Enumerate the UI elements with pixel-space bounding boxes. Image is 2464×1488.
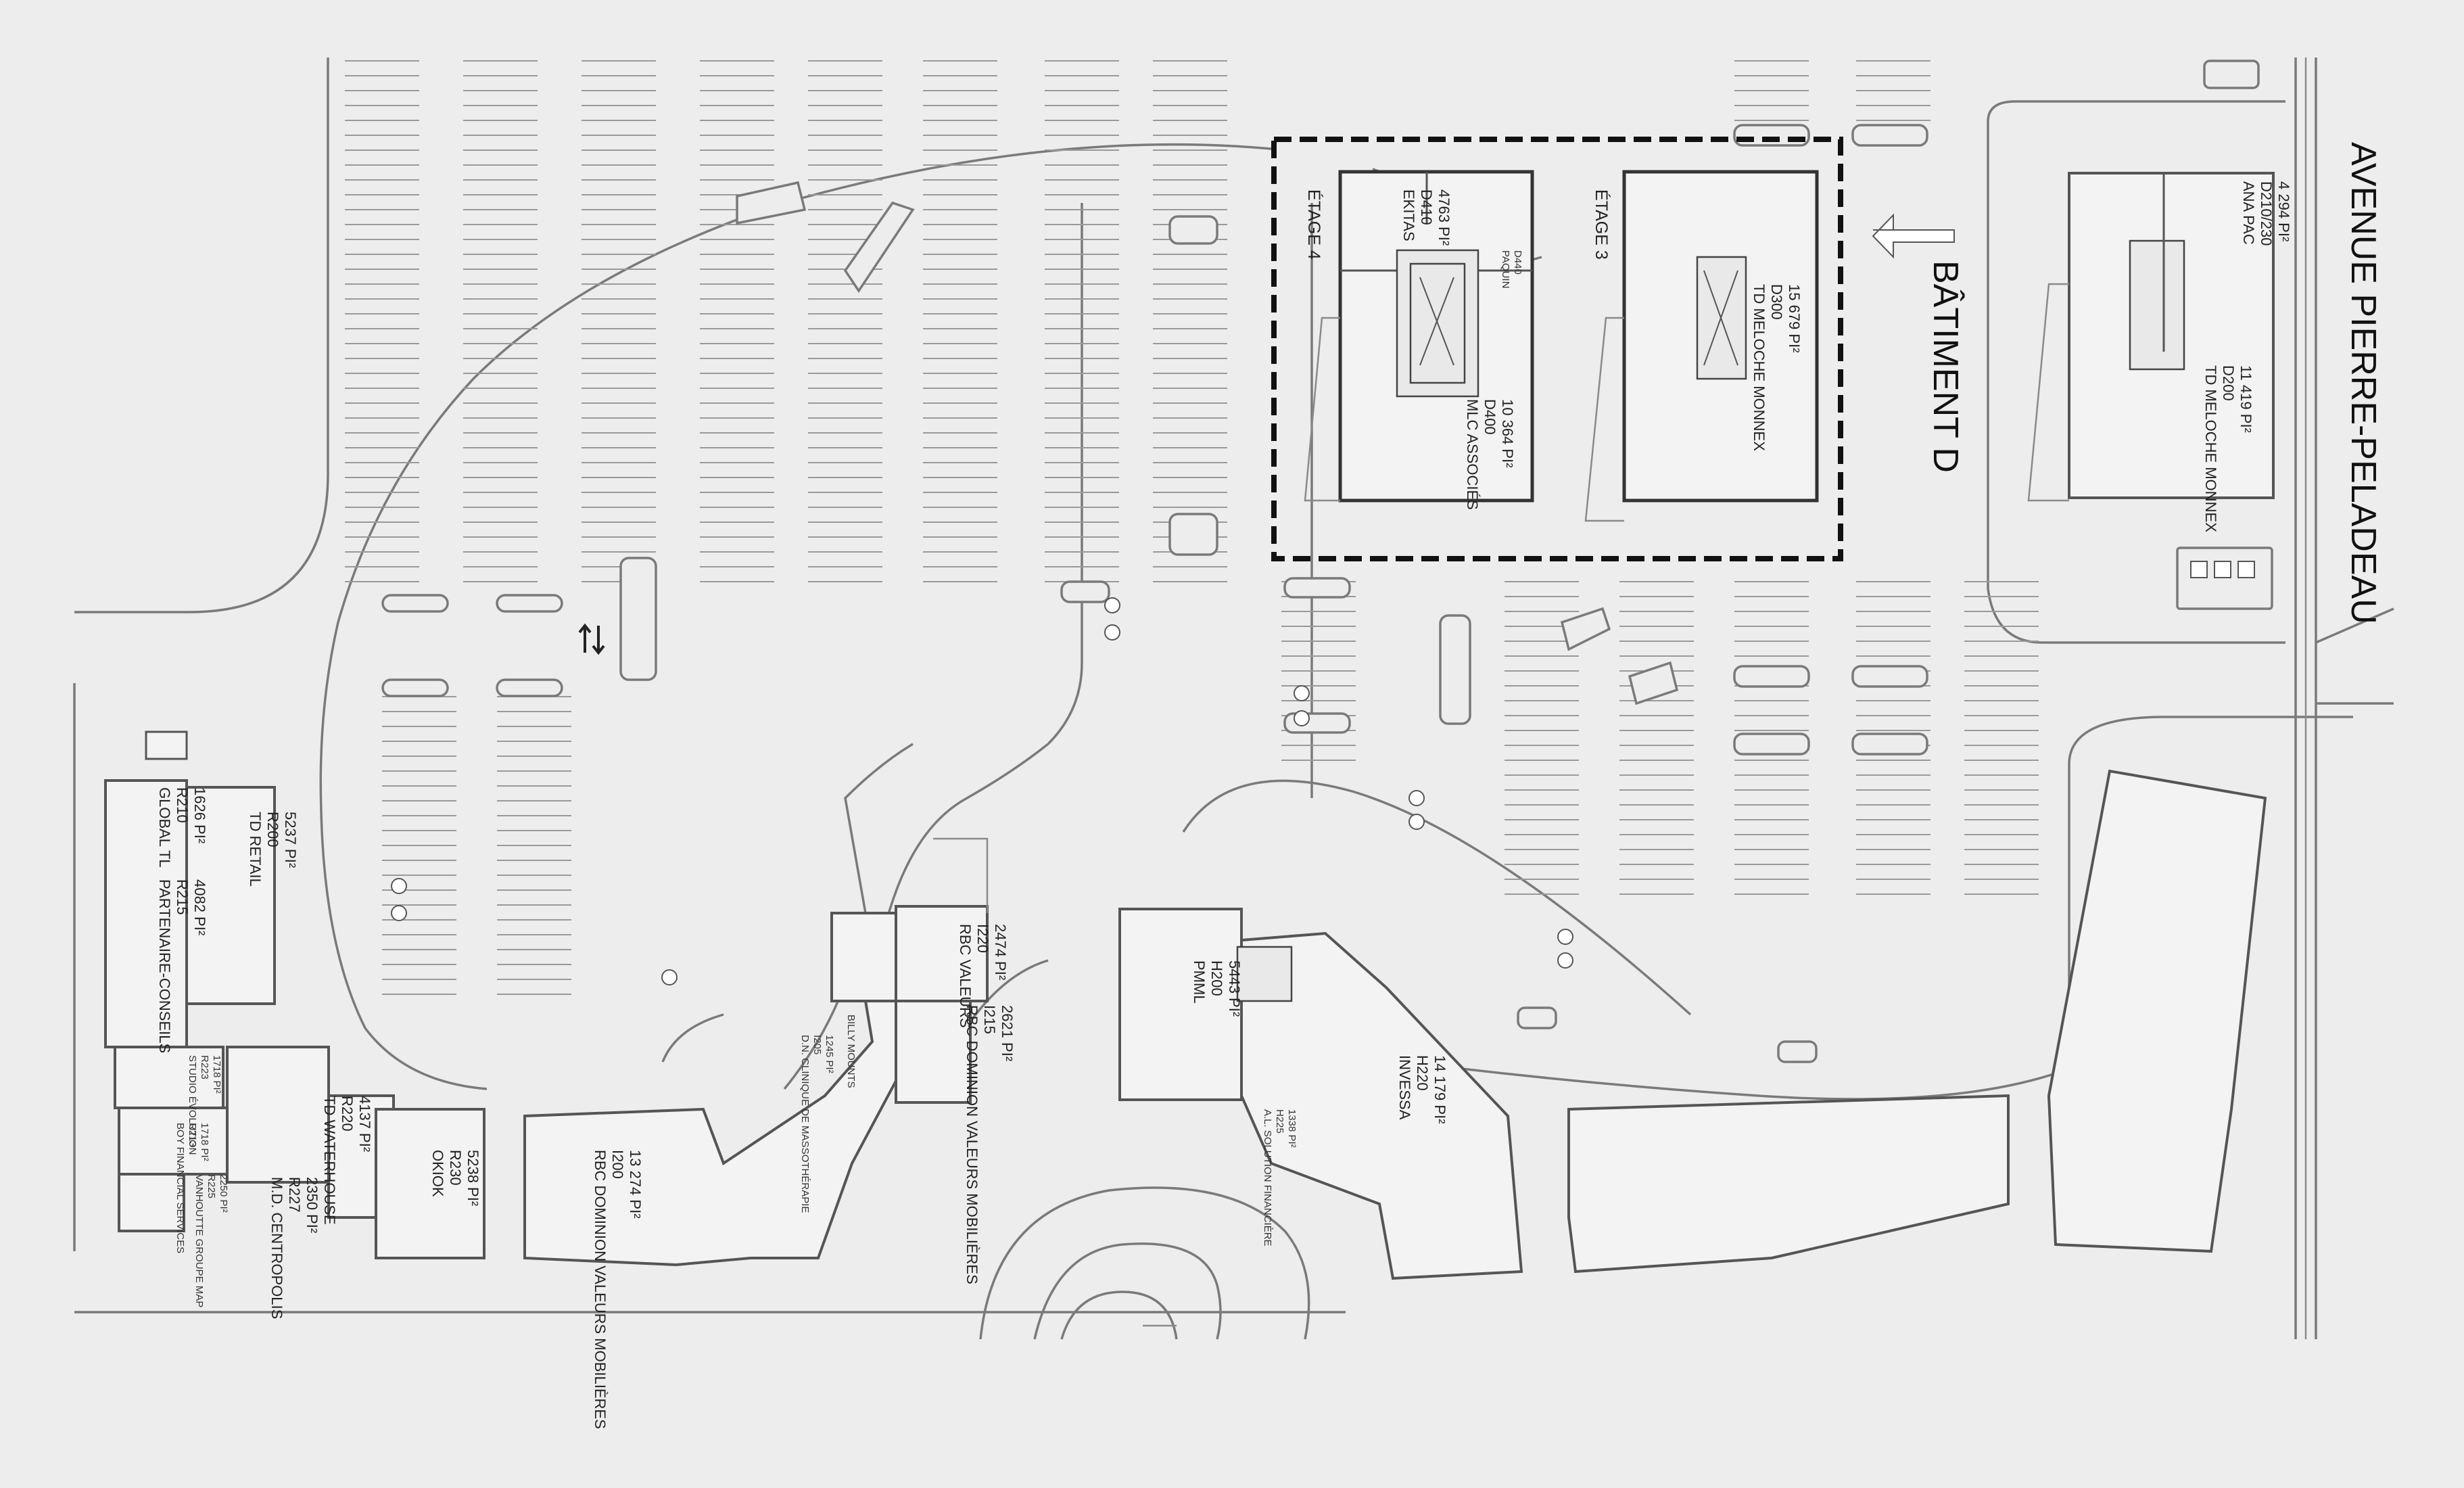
map-labels: AVENUE PIERRE-PELADEAU BÂTIMENT D ÉTAGE …	[156, 142, 2383, 1433]
unit-label: STUDIO ÉVOLUTION R223 1718 PI²	[187, 1055, 222, 1158]
center-buildings	[523, 837, 989, 1267]
unit-label: VANHOUTTE GROUPE MAP R225 2250 PI²	[193, 1174, 229, 1310]
unit-label: RBC DOMINION VALEURS MOBILIÈRES I215 262…	[964, 1005, 1016, 1288]
building-title: BÂTIMENT D	[1926, 260, 1965, 473]
floor-4-label: ÉTAGE 4	[1304, 189, 1324, 260]
parking-stalls	[345, 60, 2039, 995]
unit-label: A.L. SOLUTION FINANCIÈRE H225 1338 PI²	[1262, 1109, 1298, 1249]
traffic-direction-arrows	[578, 623, 605, 655]
west-buildings	[104, 730, 485, 1259]
unit-label: MLC ASSOCIÉS D400 10 364 PI²	[1464, 399, 1516, 514]
unit-label: GLOBAL TL R210 1626 PI²	[156, 787, 208, 871]
street-label: AVENUE PIERRE-PELADEAU	[2344, 142, 2383, 624]
accessible-parking-markers	[391, 597, 1573, 985]
southeast-buildings	[1567, 769, 2267, 1274]
unit-label: PARTENAIRE-CONSEILS R215 4082 PI²	[156, 879, 208, 1057]
unit-label: INVESSA H220 14 179 PI²	[1396, 1055, 1448, 1124]
floor-3-label: ÉTAGE 3	[1592, 189, 1611, 260]
unit-label: TD MELOCHE MONNEX D300 15 679 PI²	[1751, 284, 1803, 455]
east-building	[2027, 172, 2275, 578]
unit-label: BOY FINANCIAL SERVICES R213 1718 PI²	[174, 1123, 210, 1256]
unit-label: RBC VALEURS I220 2474 PI²	[957, 924, 1009, 1032]
unit-label: M.D. CENTROPOLIS R227 2350 PI²	[268, 1177, 321, 1323]
unit-label: BILLY MOUNTS	[845, 1015, 857, 1088]
unit-label: TD MELOCHE MONNEX D200 11 419 PI²	[2202, 365, 2254, 536]
east-center-buildings	[1118, 908, 1523, 1280]
unit-label: PAQUIN D440	[1500, 250, 1523, 292]
unit-label: TD WATERHOUSE R220 4137 PI²	[321, 1096, 373, 1229]
unit-label: OKIOK R230 5238 PI²	[429, 1150, 481, 1206]
unit-label: TD RETAIL R200 5237 PI²	[247, 812, 299, 890]
batiment-d-plan	[1271, 137, 1955, 561]
unit-label: ANA PAC D210/230 4 294 PI²	[2240, 181, 2292, 250]
unit-label: PMML H200 5443 PI²	[1191, 960, 1243, 1017]
unit-label: D.N. CLINIQUE DE MASSOTHÉRAPIE I205 1245…	[799, 1035, 835, 1216]
unit-label: EKITAS D410 4763 PI²	[1400, 189, 1452, 246]
unit-label: RBC DOMINION VALEURS MOBILIÈRES I200 13 …	[592, 1150, 644, 1433]
